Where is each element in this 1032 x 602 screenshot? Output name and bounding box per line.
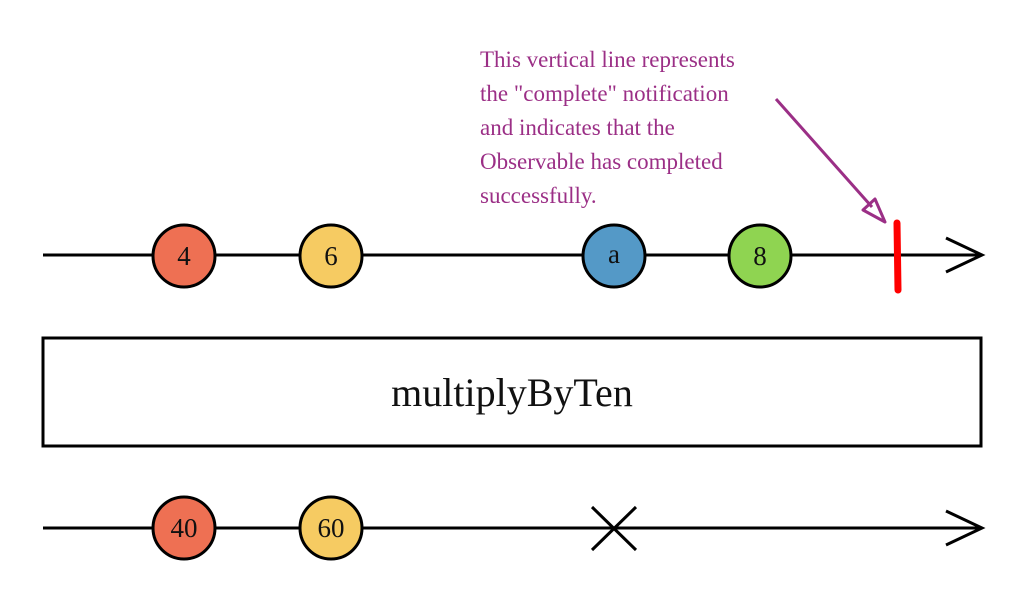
output-marble-label-2: 60 <box>318 513 345 543</box>
input-marble-6: 6 <box>298 223 364 289</box>
output-marble-label-1: 40 <box>171 513 198 543</box>
input-marble-label-2: 6 <box>324 241 338 271</box>
annotation-arrow <box>774 98 887 224</box>
operator-box: multiplyByTen <box>41 336 983 448</box>
annotation-line-5: successfully. <box>480 183 597 208</box>
input-marble-4: 4 <box>151 223 217 289</box>
input-marble-label-4: 8 <box>753 241 767 271</box>
annotation-line-3: and indicates that the <box>480 115 675 140</box>
input-marble-label-3: a <box>608 239 620 269</box>
output-marble-60: 60 <box>298 495 364 561</box>
input-marble-label-1: 4 <box>177 241 191 271</box>
operator-label: multiplyByTen <box>391 370 633 415</box>
output-marble-40: 40 <box>151 495 217 561</box>
annotation-line-4: Observable has completed <box>480 149 723 174</box>
error-x-icon <box>590 505 638 552</box>
output-timeline-arrowhead-icon <box>945 509 986 547</box>
output-timeline: 40 60 <box>43 495 986 561</box>
annotation-line-1: This vertical line represents <box>480 47 735 72</box>
annotation: This vertical line represents the "compl… <box>480 47 735 208</box>
input-marble-8: 8 <box>727 223 793 289</box>
complete-marker <box>893 219 902 294</box>
annotation-line-2: the "complete" notification <box>480 81 729 106</box>
input-marble-a: a <box>581 223 647 289</box>
input-timeline: 4 6 a 8 <box>43 219 986 294</box>
input-timeline-arrowhead-icon <box>945 236 986 274</box>
